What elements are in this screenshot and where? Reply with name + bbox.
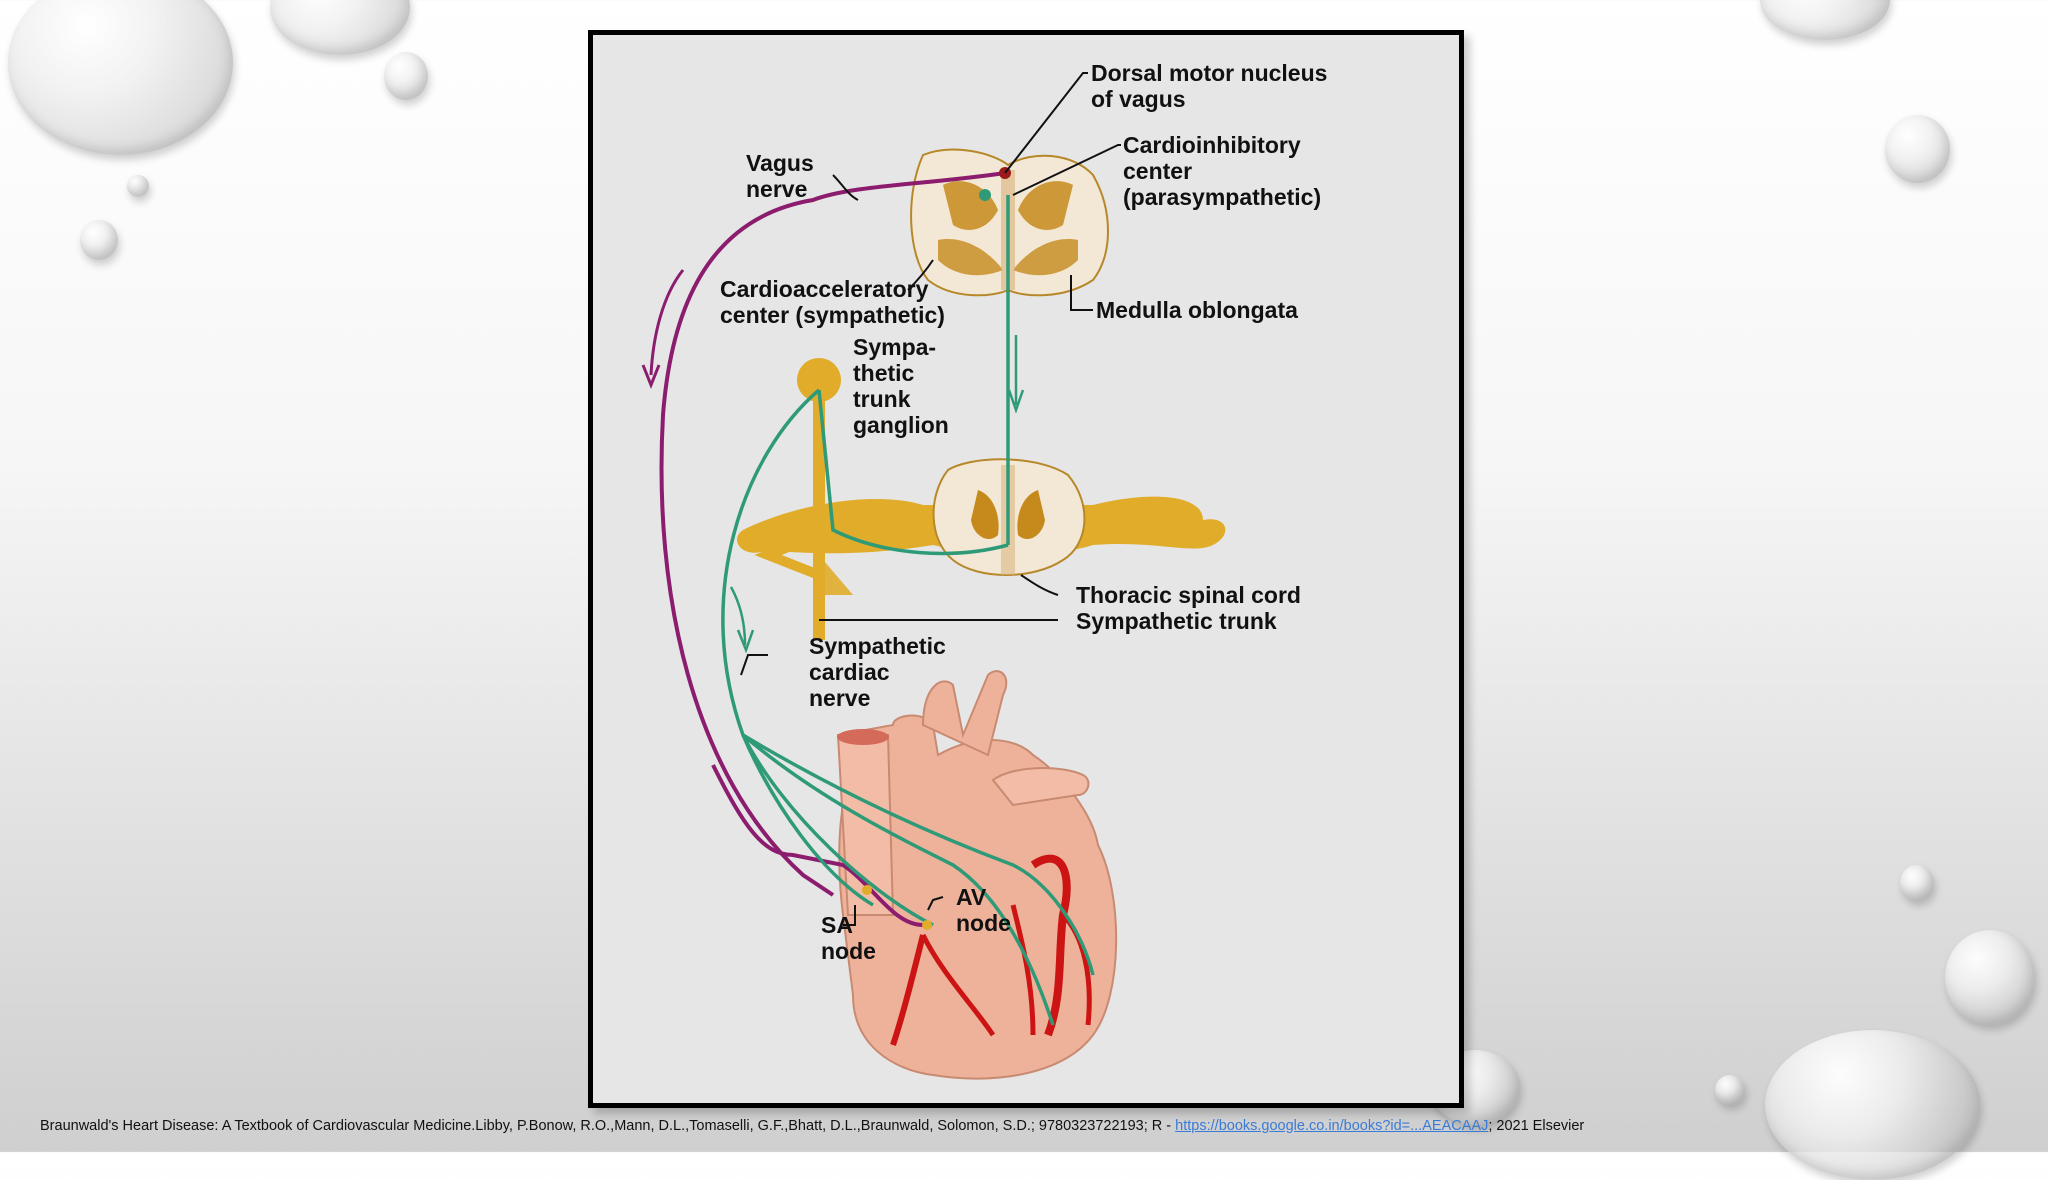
vagus-nerve-label: nerve bbox=[746, 176, 807, 202]
diagram-frame: Dorsal motor nucleus of vagus Cardioinhi… bbox=[588, 30, 1464, 1108]
svg-text:Vagus: Vagus bbox=[746, 150, 814, 176]
svg-text:SA: SA bbox=[821, 912, 853, 938]
heart-illustration bbox=[836, 670, 1118, 1080]
water-drop-decoration bbox=[8, 0, 233, 155]
water-drop-decoration bbox=[270, 0, 410, 55]
vagus-nerve-path bbox=[641, 171, 1006, 927]
sympathetic-cardiac-nerve-label: Sympathetic bbox=[809, 633, 946, 659]
citation-link[interactable]: https://books.google.co.in/books?id=...A… bbox=[1175, 1118, 1489, 1134]
sympathetic-ganglion-label: ganglion bbox=[853, 412, 949, 438]
water-drop-decoration bbox=[1945, 930, 2035, 1025]
cardioacceleratory-center-label: Cardioacceleratory bbox=[720, 276, 929, 302]
sympathetic-nerve-path bbox=[721, 195, 1095, 1026]
citation-suffix: ; 2021 Elsevier bbox=[1488, 1118, 1585, 1134]
dorsal-motor-nucleus-label: Dorsal motor nucleus bbox=[1091, 60, 1327, 86]
sympathetic-ganglion-label: thetic bbox=[853, 360, 915, 386]
vagus-nerve-label: Vagus bbox=[746, 150, 814, 176]
cardioinhibitory-center-label: Cardioinhibitory bbox=[1123, 132, 1301, 158]
svg-text:cardiac: cardiac bbox=[809, 659, 890, 685]
water-drop-decoration bbox=[80, 220, 118, 260]
water-drop-decoration bbox=[127, 175, 149, 197]
svg-text:(parasympathetic): (parasympathetic) bbox=[1123, 184, 1321, 210]
svg-text:nerve: nerve bbox=[809, 685, 870, 711]
water-drop-decoration bbox=[1900, 865, 1934, 901]
svg-text:Cardioinhibitory: Cardioinhibitory bbox=[1123, 132, 1301, 158]
svg-text:node: node bbox=[821, 938, 876, 964]
cardiac-innervation-diagram: Dorsal motor nucleus of vagus Cardioinhi… bbox=[641, 60, 1327, 1080]
citation-text: Braunwald's Heart Disease: A Textbook of… bbox=[40, 1118, 1680, 1134]
sympathetic-cardiac-nerve-label: nerve bbox=[809, 685, 870, 711]
cardioinhibitory-center-label: center bbox=[1123, 158, 1192, 184]
dorsal-motor-nucleus-label: of vagus bbox=[1091, 86, 1186, 112]
av-node-label: AV bbox=[956, 884, 987, 910]
svg-text:Medulla oblongata: Medulla oblongata bbox=[1096, 297, 1298, 323]
svg-text:of vagus: of vagus bbox=[1091, 86, 1186, 112]
av-node-label: node bbox=[956, 910, 1011, 936]
svg-text:center (sympathetic): center (sympathetic) bbox=[720, 302, 945, 328]
svg-text:AV: AV bbox=[956, 884, 987, 910]
medulla-oblongata-label: Medulla oblongata bbox=[1096, 297, 1298, 323]
svg-text:node: node bbox=[956, 910, 1011, 936]
water-drop-decoration bbox=[1760, 0, 1890, 40]
svg-text:Sympathetic trunk: Sympathetic trunk bbox=[1076, 608, 1277, 634]
svg-text:Sympa-: Sympa- bbox=[853, 334, 936, 360]
av-node-marker bbox=[922, 920, 932, 930]
svg-text:Cardioacceleratory: Cardioacceleratory bbox=[720, 276, 929, 302]
water-drop-decoration bbox=[1715, 1075, 1745, 1105]
svg-text:thetic: thetic bbox=[853, 360, 915, 386]
sympathetic-trunk bbox=[754, 358, 853, 640]
sympathetic-ganglion-label: Sympa- bbox=[853, 334, 936, 360]
thoracic-spinal-cord-label: Thoracic spinal cord bbox=[1076, 582, 1301, 608]
cardioacceleratory-center-marker bbox=[979, 189, 991, 201]
water-drop-decoration bbox=[1765, 1030, 1980, 1180]
svg-text:Dorsal motor nucleus: Dorsal motor nucleus bbox=[1091, 60, 1327, 86]
thoracic-spinal-cord bbox=[737, 458, 1226, 576]
water-drop-decoration bbox=[384, 52, 428, 100]
svg-text:Thoracic spinal cord: Thoracic spinal cord bbox=[1076, 582, 1301, 608]
sa-node-marker bbox=[862, 885, 872, 895]
svg-text:Sympathetic: Sympathetic bbox=[809, 633, 946, 659]
label-leader-lines bbox=[740, 72, 1121, 926]
svg-text:nerve: nerve bbox=[746, 176, 807, 202]
water-drop-decoration bbox=[1885, 115, 1950, 183]
sympathetic-trunk-label: Sympathetic trunk bbox=[1076, 608, 1277, 634]
sympathetic-cardiac-nerve-label: cardiac bbox=[809, 659, 890, 685]
sympathetic-ganglion-label: trunk bbox=[853, 386, 911, 412]
svg-text:trunk: trunk bbox=[853, 386, 911, 412]
sa-node-label: node bbox=[821, 938, 876, 964]
cardioinhibitory-center-label: (parasympathetic) bbox=[1123, 184, 1321, 210]
citation-body: Braunwald's Heart Disease: A Textbook of… bbox=[40, 1118, 1176, 1134]
svg-text:ganglion: ganglion bbox=[853, 412, 949, 438]
svg-text:center: center bbox=[1123, 158, 1192, 184]
cardioacceleratory-center-label: center (sympathetic) bbox=[720, 302, 945, 328]
sa-node-label: SA bbox=[821, 912, 853, 938]
